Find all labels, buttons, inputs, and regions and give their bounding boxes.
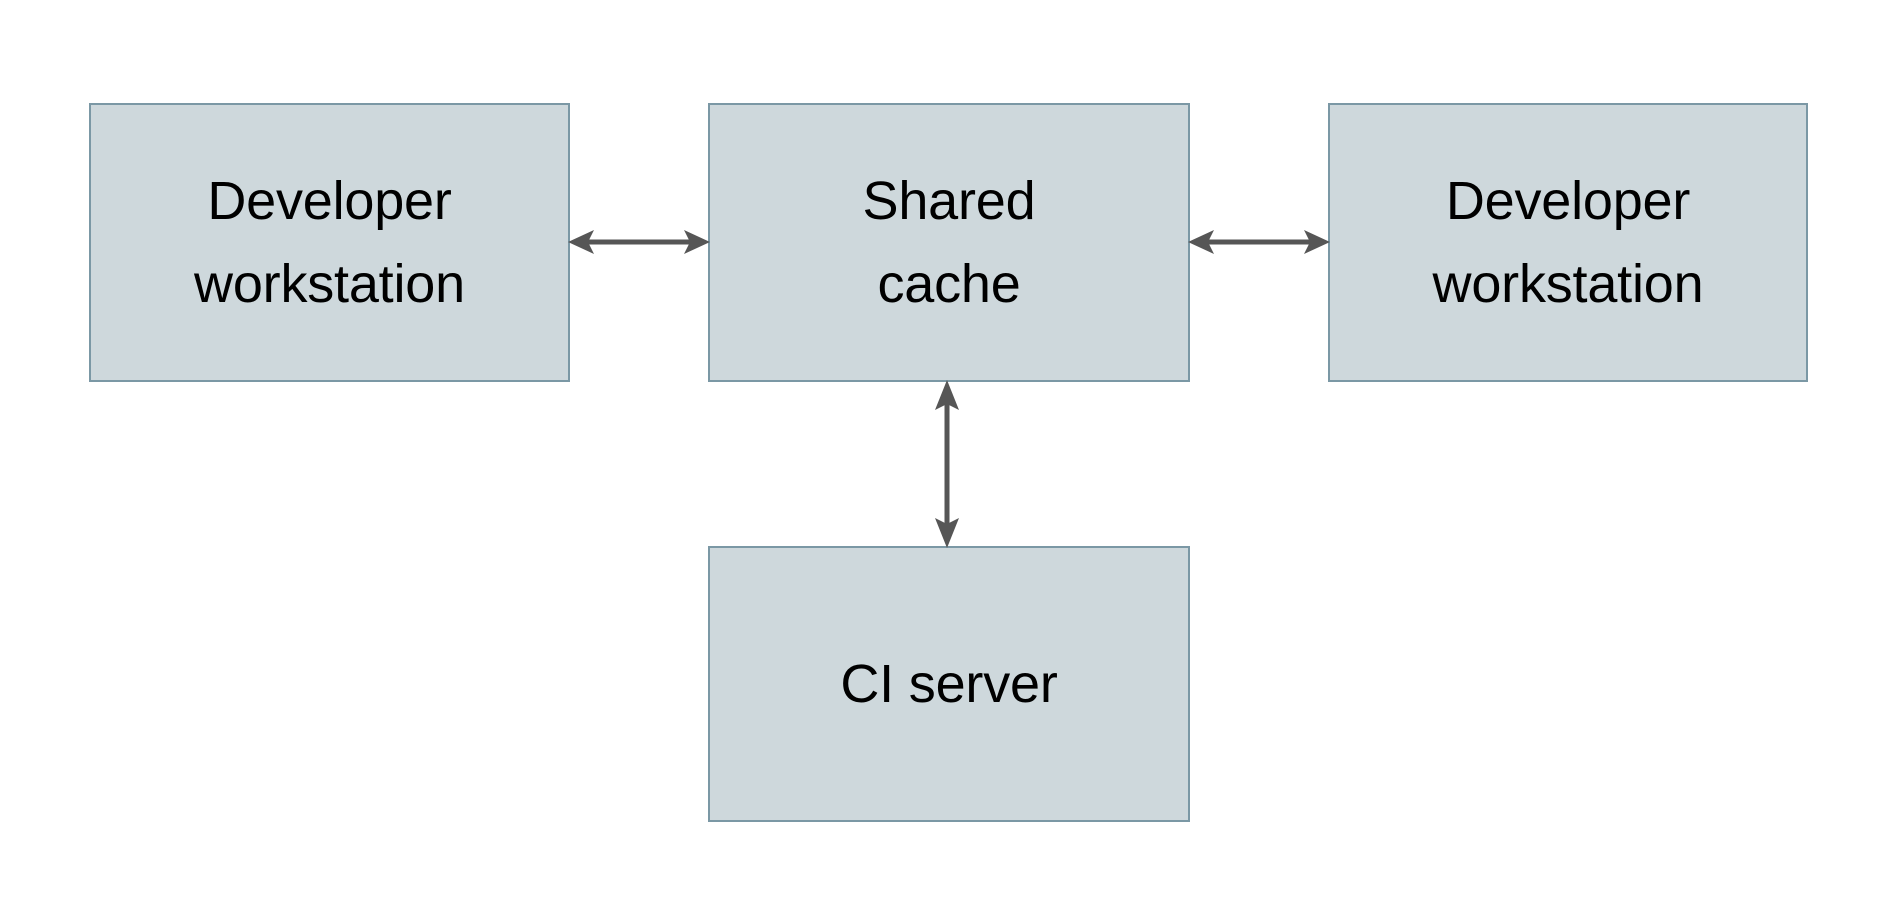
double-headed-arrow-icon [568,230,710,254]
node-ci-server[interactable]: CI server [708,546,1190,822]
edge-developer-workstation-left-to-shared-cache[interactable] [568,222,710,262]
node-developer-workstation-left[interactable]: Developer workstation [89,103,570,382]
node-shared-cache[interactable]: Shared cache [708,103,1190,382]
node-label: Developer workstation [194,171,465,314]
node-label: Shared cache [862,171,1036,314]
node-developer-workstation-right[interactable]: Developer workstation [1328,103,1808,382]
edge-shared-cache-to-ci-server[interactable] [927,380,967,548]
node-label: Developer workstation [1432,171,1704,314]
double-headed-arrow-icon [935,380,959,548]
double-headed-arrow-icon [1188,230,1330,254]
edge-shared-cache-to-developer-workstation-right[interactable] [1188,222,1330,262]
node-label: CI server [840,653,1058,714]
